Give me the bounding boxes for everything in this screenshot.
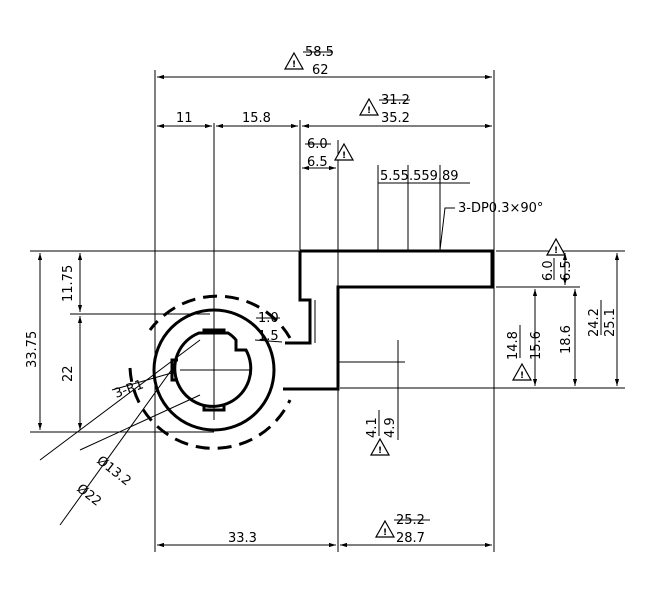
dim-11-75: 11.75 <box>61 265 76 302</box>
svg-text:!: ! <box>554 246 558 256</box>
dimension-lines <box>37 74 620 548</box>
svg-text:!: ! <box>520 371 524 381</box>
svg-text:!: ! <box>383 528 387 538</box>
r-note: 3-R1 <box>112 377 146 401</box>
dim-small-new: 4.9 <box>383 417 398 438</box>
dim-top-right-new: 6.5 <box>559 260 574 281</box>
dim-mid-new: 15.6 <box>529 331 544 360</box>
dim-pitch: 5.55.559.89 <box>380 169 459 184</box>
dim-dia-22: Ø22 <box>74 481 104 509</box>
dim-small-old: 4.1 <box>365 417 380 438</box>
dim-r-new: 1.5 <box>258 329 279 344</box>
svg-text:!: ! <box>378 446 382 456</box>
svg-text:!: ! <box>292 60 296 70</box>
dim-bottom-new: 28.7 <box>396 531 425 546</box>
dim-outer-new: 25.1 <box>603 308 618 337</box>
dimension-labels: 58.5 62 ! 11 15.8 31.2 35.2 ! 6.0 6.5 ! … <box>25 45 618 546</box>
dim-15-8: 15.8 <box>242 111 271 126</box>
dim-18-6: 18.6 <box>559 325 574 354</box>
dim-overall-new: 62 <box>312 63 329 78</box>
dim-mid-old: 14.8 <box>506 331 521 360</box>
dim-22: 22 <box>61 365 76 382</box>
dim-top-right-old: 6.0 <box>541 260 556 281</box>
svg-text:!: ! <box>342 151 346 161</box>
svg-text:!: ! <box>367 106 371 116</box>
dim-11: 11 <box>176 111 193 126</box>
dim-right-new: 35.2 <box>381 111 410 126</box>
dim-step-new: 6.5 <box>307 155 328 170</box>
dim-outer-old: 24.2 <box>587 308 602 337</box>
dim-dia-13-2: Ø13.2 <box>94 453 134 489</box>
dim-33-75: 33.75 <box>25 331 40 368</box>
chamfer-note: 3-DP0.3×90° <box>458 201 543 216</box>
dim-33-3: 33.3 <box>228 531 257 546</box>
